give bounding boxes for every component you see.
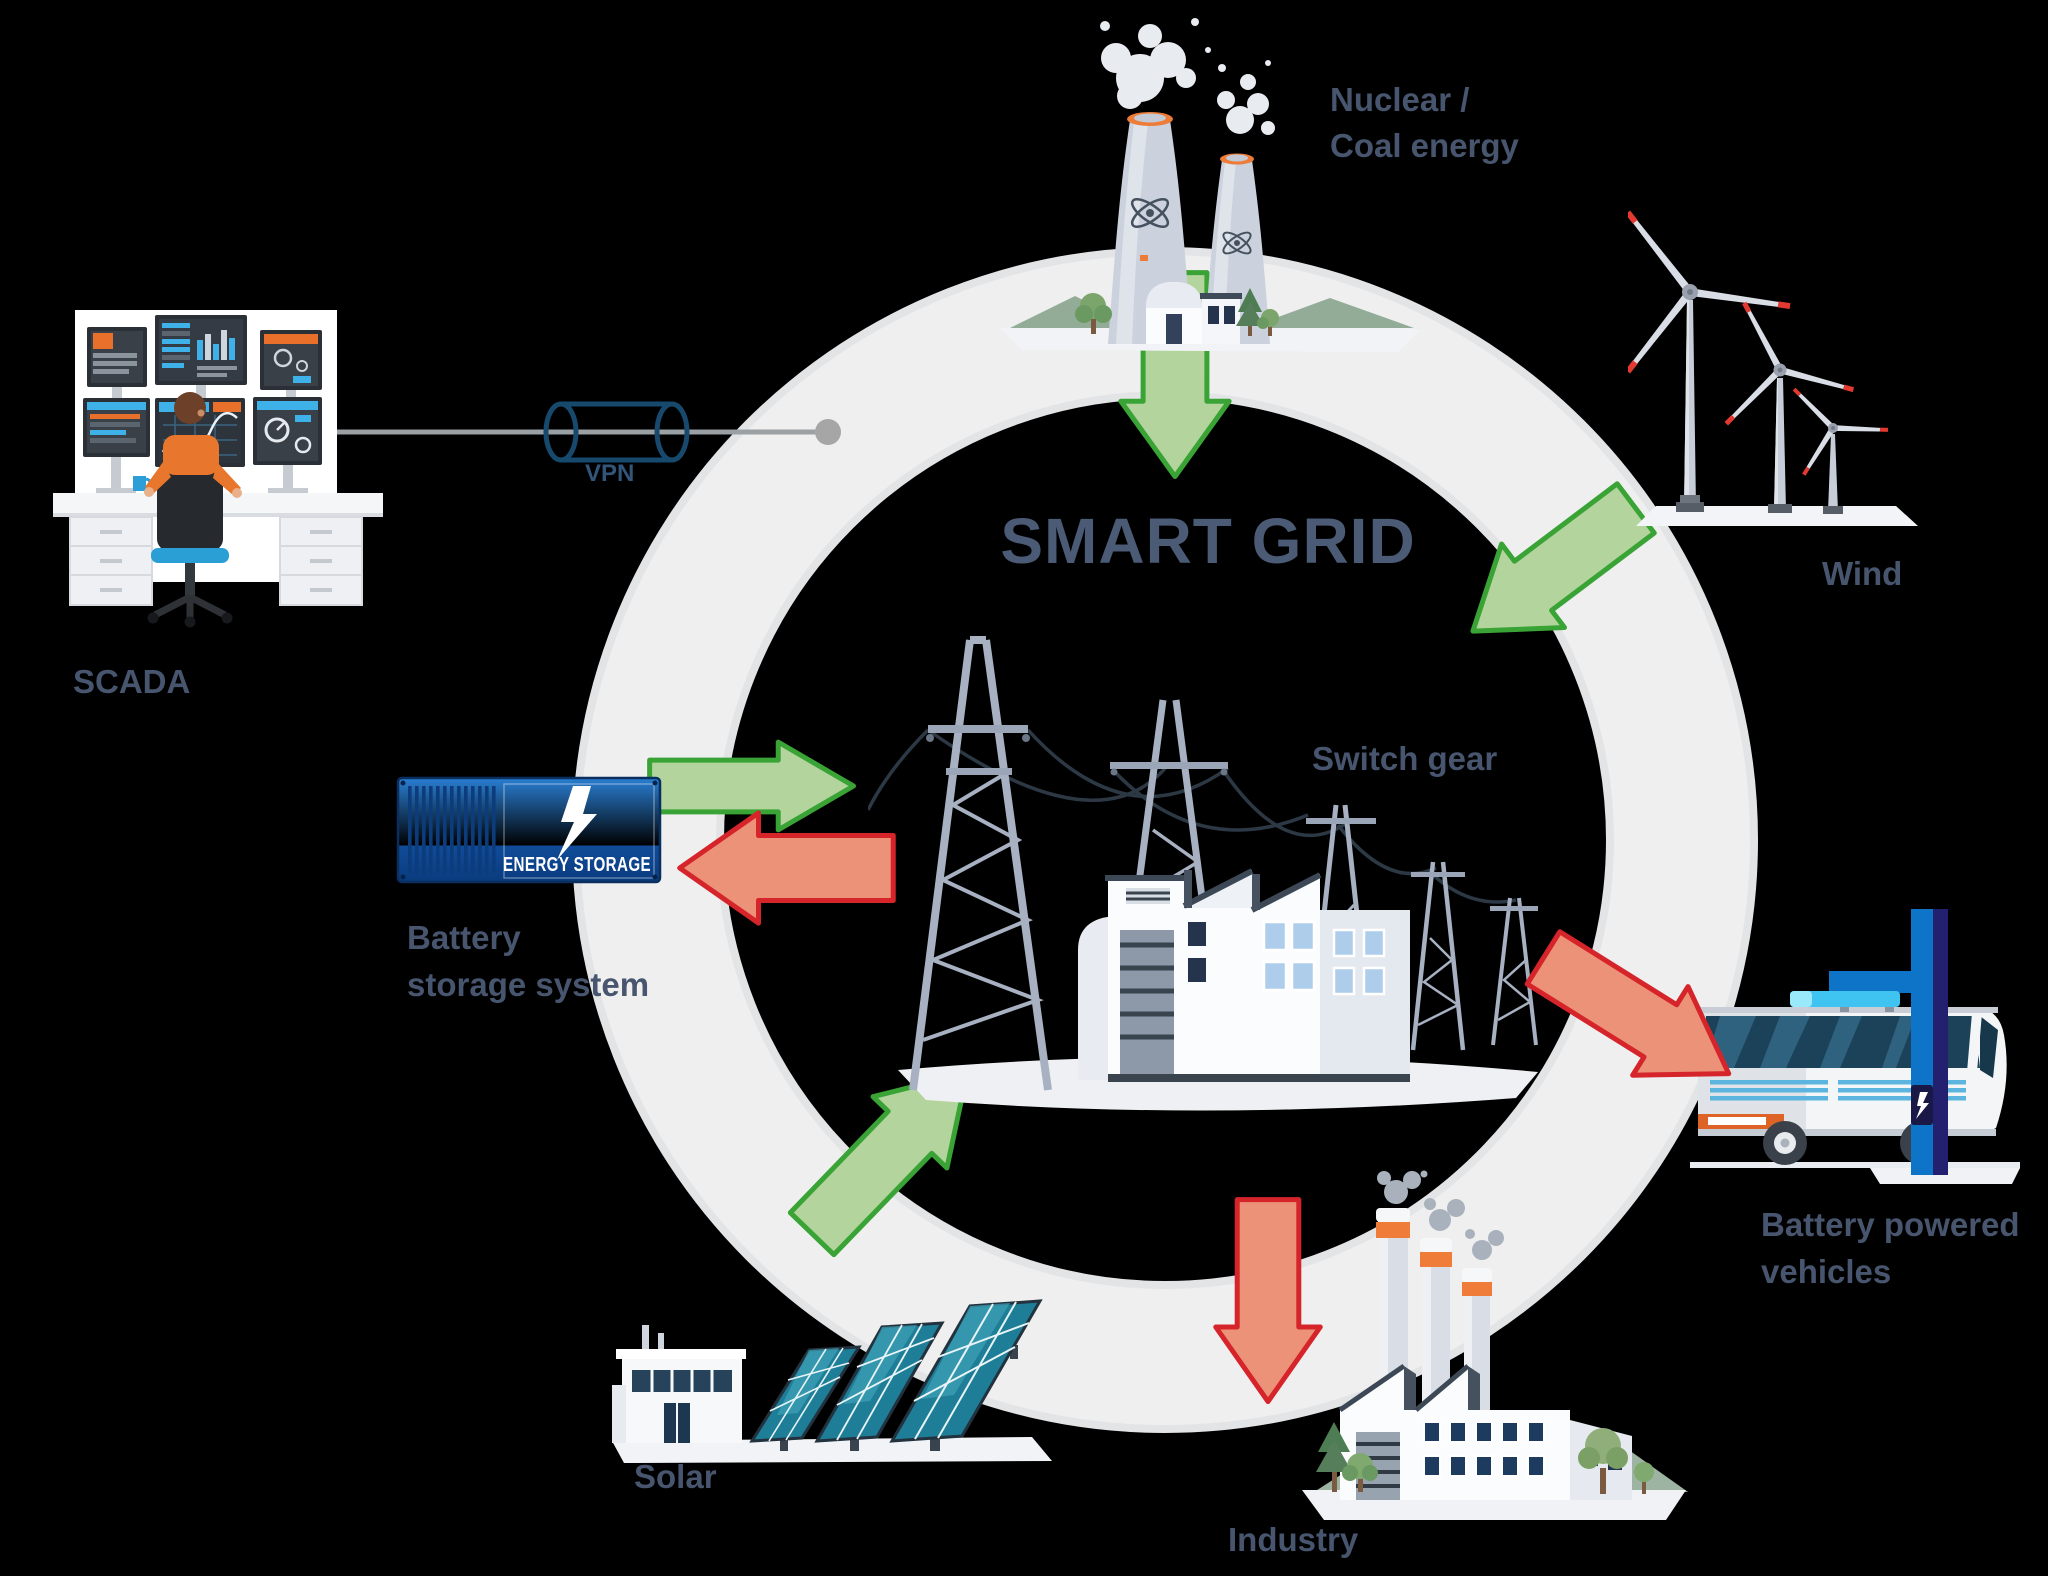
substation-building xyxy=(1078,868,1410,1082)
energy-storage-container: ENERGY STORAGE xyxy=(396,776,662,884)
arrow-solar-to-grid xyxy=(771,1032,1010,1274)
turbine-blade xyxy=(1792,387,1838,433)
solar-panel xyxy=(889,1299,1043,1451)
lightning-icon xyxy=(557,786,597,860)
industry-label: Industry xyxy=(1228,1521,1359,1558)
turbine-blade xyxy=(1802,423,1838,476)
wind-turbines-illustration xyxy=(1628,210,1918,526)
desk-pedestal xyxy=(279,516,363,606)
scada-monitor xyxy=(260,330,322,390)
tree xyxy=(1342,1453,1378,1492)
operator-avatar xyxy=(144,392,242,628)
solar-label: Solar xyxy=(634,1458,717,1495)
scada-monitor xyxy=(253,397,322,465)
nuclear-label-line1: Nuclear / xyxy=(1330,81,1470,118)
wind-turbine xyxy=(1724,301,1855,513)
nuclear-label-line2: Coal energy xyxy=(1330,127,1519,164)
charging-station xyxy=(1790,909,1948,1175)
atom-icon xyxy=(1130,198,1170,228)
turbine-blade xyxy=(1724,363,1787,426)
vpn-endpoint-dot xyxy=(815,419,841,445)
lightning-icon xyxy=(1916,1092,1929,1119)
coffee-mug xyxy=(133,476,146,491)
wind-label: Wind xyxy=(1822,555,1903,592)
battery-storage-label-line2: storage system xyxy=(407,966,650,1003)
charger-platform xyxy=(1870,1168,2020,1184)
turbine-blade xyxy=(1628,210,1697,300)
wind-platform xyxy=(1636,506,1918,526)
energy-storage-label: ENERGY STORAGE xyxy=(503,854,651,876)
vpn-label: VPN xyxy=(585,460,635,487)
tree xyxy=(1075,293,1112,334)
switchgear-illustration xyxy=(868,636,1538,1111)
smart-grid-title: SMART GRID xyxy=(1000,505,1416,577)
corner-bolts xyxy=(400,780,658,880)
turbine-blade xyxy=(1828,424,1889,432)
solar-platform xyxy=(612,1437,1052,1463)
pine-tree xyxy=(1236,288,1264,336)
turbine-blade xyxy=(1683,287,1791,310)
solar-building xyxy=(612,1325,746,1443)
wind-turbine xyxy=(1628,210,1791,512)
windshield xyxy=(1980,1016,1998,1078)
transmission-tower xyxy=(909,636,1052,1091)
industry-illustration xyxy=(1302,1170,1688,1520)
turbine-blade xyxy=(1628,284,1697,374)
desk-pedestal xyxy=(69,516,153,606)
steam-clouds xyxy=(1100,18,1275,135)
ground-line xyxy=(1690,1162,2020,1168)
bus-illustration xyxy=(1690,909,2020,1184)
transmission-tower xyxy=(1410,861,1466,1051)
solar-panel xyxy=(814,1321,945,1451)
arrow-grid-to-battery xyxy=(676,809,896,927)
bus-stripes xyxy=(1710,1080,1966,1101)
switch-gear-label: Switch gear xyxy=(1312,740,1498,777)
scada-workstation-illustration xyxy=(53,310,383,628)
nuclear-plant-illustration xyxy=(1000,18,1420,352)
arrow-grid-to-vehicles xyxy=(1511,909,1761,1123)
arrow-battery-to-grid xyxy=(647,739,857,833)
solar-panel xyxy=(749,1345,862,1451)
scada-monitor xyxy=(87,327,147,387)
turbine-blade xyxy=(1742,301,1786,377)
power-lines xyxy=(868,728,1517,904)
solar-illustration xyxy=(612,1299,1052,1463)
vehicles-label-line1: Battery powered xyxy=(1761,1206,2020,1243)
battery-storage-label-line1: Battery xyxy=(407,919,521,956)
container-ribs xyxy=(408,786,496,874)
vpn-link xyxy=(332,401,841,463)
scada-monitor xyxy=(155,315,247,385)
scada-monitor xyxy=(83,398,150,457)
plant-building xyxy=(1140,255,1242,344)
pine-tree xyxy=(1316,1422,1352,1492)
tree xyxy=(1578,1428,1628,1494)
wind-turbine xyxy=(1792,387,1889,514)
vpn-tunnel-icon xyxy=(543,401,690,463)
tree xyxy=(1257,309,1279,336)
scada-label: SCADA xyxy=(73,663,191,700)
smoke-clouds xyxy=(1377,1170,1504,1260)
tree xyxy=(1634,1462,1654,1494)
bus-wheel xyxy=(1763,1121,1807,1165)
transmission-tower xyxy=(1490,897,1538,1046)
arrow-grid-to-industry xyxy=(1212,1197,1324,1405)
vehicles-label-line2: vehicles xyxy=(1761,1253,1892,1290)
atom-icon xyxy=(1222,231,1252,255)
hill xyxy=(1248,298,1414,328)
arrow-wind-to-grid xyxy=(1436,462,1671,678)
